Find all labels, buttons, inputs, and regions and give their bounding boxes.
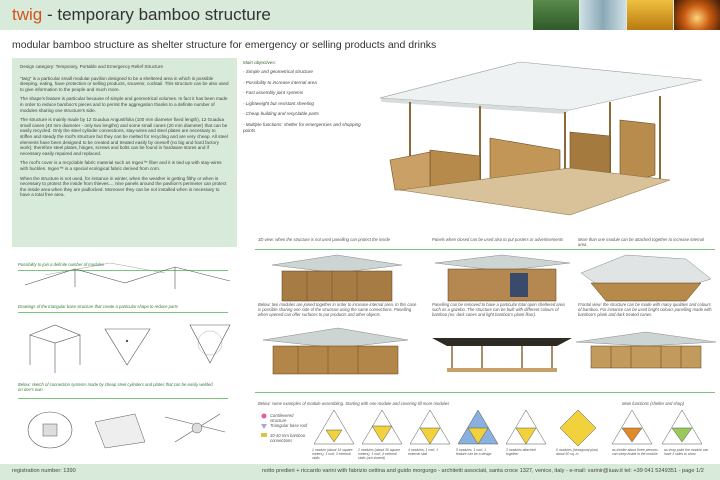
caption-closed-panels: Panels when closed can be used also to p… (432, 237, 564, 242)
render-closed-module (271, 254, 403, 302)
legend-cantilevered: Cantilevered structure (270, 413, 294, 424)
paragraph: "twig" is a particular small modular pav… (20, 75, 229, 92)
base-drawings (29, 324, 231, 373)
divider (18, 312, 228, 313)
render-multi-modules (580, 254, 712, 302)
connection-sketches (27, 411, 226, 449)
render-two-modules (262, 327, 409, 375)
legend-markers (261, 413, 267, 437)
paragraph: The structure is mainly made by 12 Guadu… (20, 117, 228, 156)
caption-3d-view: 3D view: when the structure is not used … (258, 237, 390, 242)
thumb-sunset (674, 0, 720, 30)
divider (18, 398, 228, 399)
function-note: as shelter about three persons can sleep… (612, 448, 658, 457)
registration-number: registration number: 1390 (12, 468, 76, 474)
module-note: 1 module (about 16 square meters), 1 roo… (312, 448, 353, 461)
header-thumbnails (532, 0, 720, 30)
objectives-heading: Main objectives: (243, 60, 276, 65)
page-title: twig - temporary bamboo structure (12, 5, 271, 25)
objective-item: - Fast assembly joint systems (243, 90, 304, 96)
caption-more-modules: More than one module can be attached tog… (578, 237, 704, 248)
caption-connection-systems: Below: sketch of connection systems made… (18, 382, 213, 393)
paragraph: The shape's feature is particular becaus… (20, 96, 228, 113)
caption-triangular-base: Drawings of the triangular base structur… (18, 304, 178, 309)
objective-item: - Cheap building and recyclable parts (243, 111, 319, 117)
caption-frontal-view: Frontal view: the structure can be made … (578, 302, 712, 318)
subtitle: modular bamboo structure as shelter stru… (12, 39, 437, 51)
title-text: - temporary bamboo structure (42, 5, 271, 24)
design-category: Design category: Temporary, Portable and… (20, 64, 164, 69)
caption-two-modules: Below: two modules are joined together i… (258, 302, 417, 318)
divider (255, 249, 715, 250)
header-band: twig - temporary bamboo structure (0, 0, 720, 30)
caption-main-functions: Main functions (shelter and shop) (622, 401, 684, 406)
roof-sketch (24, 262, 231, 289)
objective-item: - Multiple functions: shelter for emerge… (243, 121, 361, 133)
footer-band: registration number: 1390 notto predieri… (0, 464, 720, 480)
paragraph: When the structure is not used, for inst… (20, 175, 227, 198)
caption-open-gazebo: Panelling can be removed to have a parti… (432, 302, 565, 318)
objective-item: - Simple and geometrical structure (243, 69, 313, 74)
paragraph: The roof's cover is a recyclable fabric … (20, 160, 222, 171)
module-note: 6 modules (hexagonal plan) about 50 sq. … (556, 448, 598, 457)
function-note: as shop point the module can have 3 side… (664, 448, 709, 457)
credits: notto predieri + riccardo varini with fa… (262, 468, 704, 474)
thumb-bamboo (580, 0, 626, 30)
module-note: 2 modules (about 30 square meters), 1 ro… (358, 448, 401, 461)
render-gazebo (432, 338, 572, 372)
module-diagrams (313, 409, 703, 447)
description-panel: Design category: Temporary, Portable and… (12, 58, 237, 247)
brand-name: twig (12, 5, 43, 24)
render-poster-panels (434, 254, 571, 302)
caption-join-modules: Possibility to join a definite number of… (18, 262, 105, 267)
main-objectives: Main objectives: - Simple and geometrica… (243, 60, 363, 138)
legend-triangular-roof: Triangular base roof (270, 423, 308, 428)
pavilion-render (379, 61, 703, 216)
module-note: 4 modules, 1 roof, 1 external stall (408, 448, 438, 457)
module-note: 3 modules attached together (506, 448, 536, 457)
render-frontal (575, 331, 717, 369)
divider (18, 270, 228, 271)
caption-module-examples: Below: some examples of module assemblin… (258, 401, 450, 406)
objective-item: - Lightweight but resistant sheeting (243, 100, 314, 106)
divider (255, 392, 715, 393)
legend-connections: 30-40 mm bamboo connections (270, 433, 306, 444)
objective-item: - Possibility to increase internal area (243, 79, 317, 85)
thumb-forest (533, 0, 579, 30)
thumb-field (627, 0, 673, 30)
module-note: 5 modules, 1 roof, 1 feature can be a de… (456, 448, 492, 457)
